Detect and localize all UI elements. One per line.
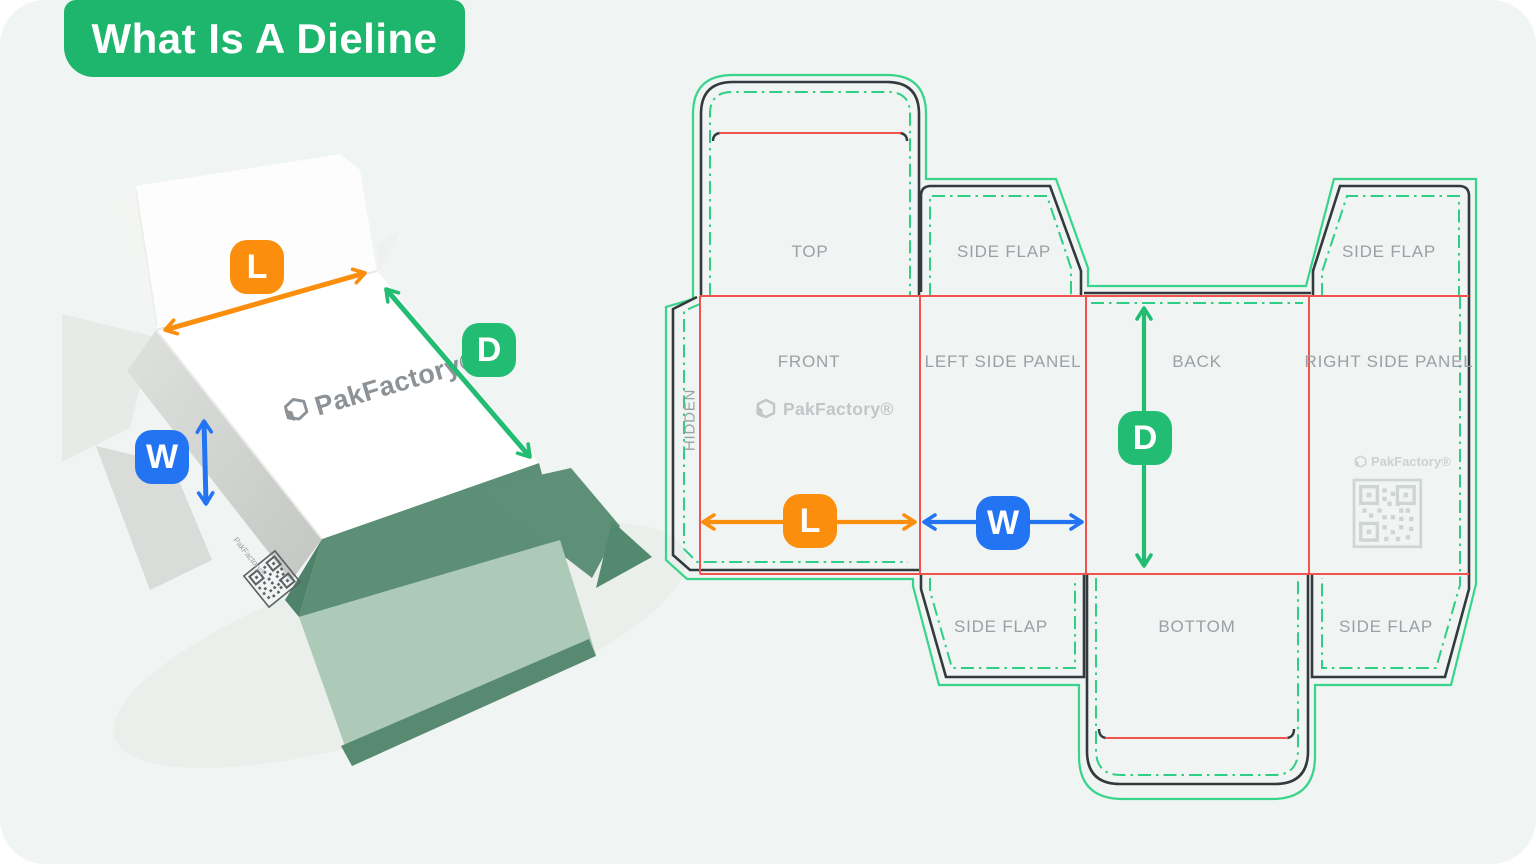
box-side-panel (127, 330, 322, 581)
box-interior-floor (299, 540, 596, 766)
pakfactory-logo-text: PakFactory® (783, 399, 894, 419)
dieline-cut-line (671, 80, 1471, 786)
box-front-face (156, 271, 539, 539)
box-right-fin-dark (596, 521, 652, 588)
box-width-arrow (195, 419, 215, 506)
panel-label-side-flap-bottom-left: SIDE FLAP (953, 617, 1049, 636)
box-right-flap-dark (477, 468, 620, 578)
dieline-diagram: PakFactory® PakFactory® (664, 73, 1478, 801)
box-3d-illustration: PakFactory® PakFactory® (62, 154, 687, 769)
dieline-safety-line (683, 91, 1461, 776)
dieline-fold-hooks (711, 131, 1296, 740)
box-width-badge: W (135, 430, 189, 484)
dieline-bleed-outline (664, 73, 1478, 801)
page-title: What Is A Dieline (91, 14, 438, 62)
panel-label-back: BACK (1172, 352, 1222, 371)
panel-label-bottom: BOTTOM (1158, 617, 1236, 636)
panel-label-hidden-glue-flap: HIDDEN (681, 388, 699, 452)
panel-label-side-flap-top-right: SIDE FLAP (1341, 242, 1437, 261)
dieline-rsp-qr-code (1352, 478, 1423, 549)
box-depth-badge: D (462, 323, 516, 377)
box-interior-sliver (285, 539, 322, 617)
title-badge: What Is A Dieline (64, 0, 465, 77)
box-lid-tuck-shade (112, 186, 157, 330)
dieline-fold-lines (699, 132, 1469, 739)
dieline-width-badge: W (976, 496, 1030, 550)
pakfactory-logo-icon (755, 398, 776, 419)
box-left-flap-lower (96, 446, 212, 590)
box-right-fin-white (377, 231, 400, 274)
box-length-badge: L (230, 240, 284, 294)
dieline-length-badge: L (783, 494, 837, 548)
dieline-depth-badge: D (1118, 411, 1172, 465)
pakfactory-logo-icon (1354, 455, 1367, 468)
box-length-arrow (163, 267, 367, 336)
box-left-flap-upper (62, 314, 152, 462)
box-front-left-crease (155, 329, 323, 540)
panel-label-side-flap-top-left: SIDE FLAP (956, 242, 1052, 261)
box-lid-crease (135, 189, 158, 327)
pakfactory-logo-text: PakFactory® (1371, 454, 1451, 469)
panel-label-front: FRONT (777, 352, 841, 371)
dieline-front-logo: PakFactory® (755, 398, 894, 419)
panel-label-top: TOP (791, 242, 829, 261)
panel-label-left-side-panel: LEFT SIDE PANEL (924, 352, 1082, 371)
box-depth-arrow (384, 287, 532, 459)
dieline-rsp-logo: PakFactory® (1354, 454, 1451, 469)
panel-label-right-side-panel: RIGHT SIDE PANEL (1304, 352, 1474, 371)
box-interior-front-lip (341, 639, 596, 766)
panel-label-side-flap-bottom-right: SIDE FLAP (1338, 617, 1434, 636)
